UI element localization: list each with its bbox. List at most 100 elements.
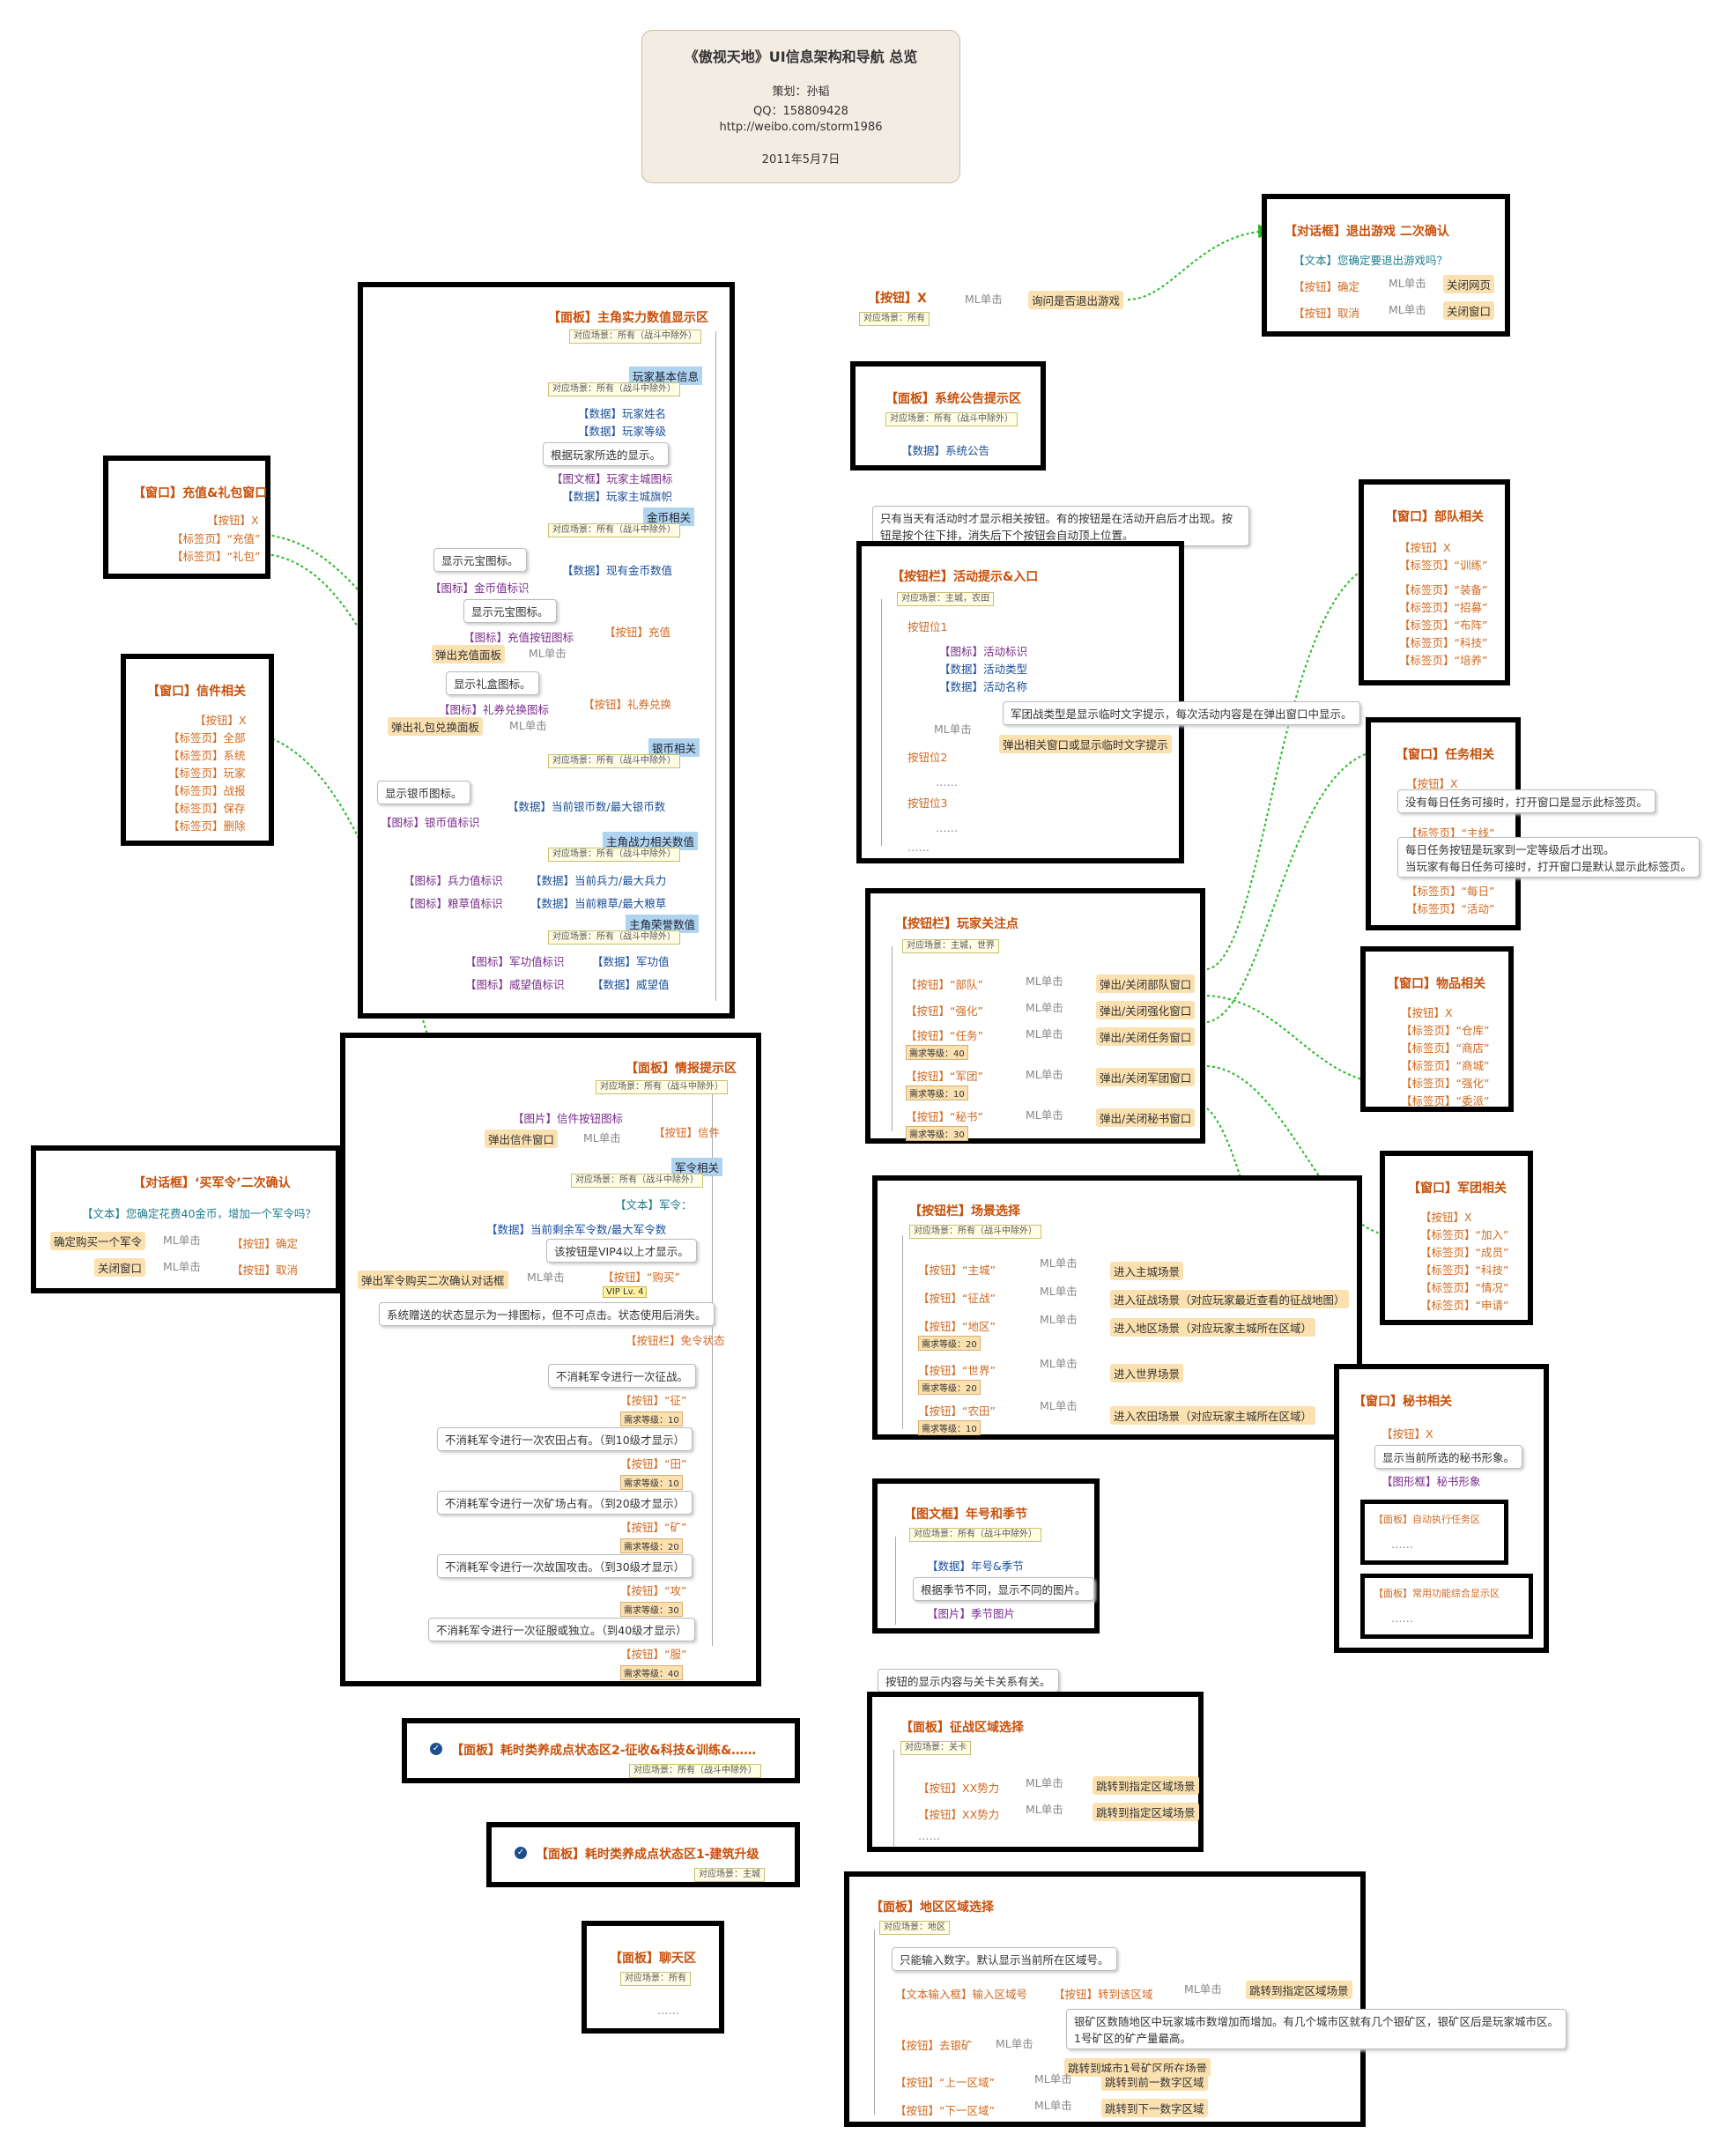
region-input[interactable]: 【文本输入框】输入区域号 [895, 1988, 1028, 2001]
faction-button[interactable]: 【按钮】XX势力 [918, 1808, 1000, 1821]
scene-button-region[interactable]: 【按钮】“地区” [918, 1320, 996, 1333]
tab-tech[interactable]: 【标签页】“科技” [1420, 1263, 1509, 1277]
tab-shop[interactable]: 【标签页】“商店” [1401, 1041, 1490, 1055]
close-button[interactable]: 【按钮】X [195, 714, 247, 727]
silver-mine-button[interactable]: 【按钮】去银矿 [895, 2039, 973, 2052]
scene-button-city[interactable]: 【按钮】“主城” [918, 1263, 996, 1277]
focus-button-army[interactable]: 【按钮】“部队” [906, 978, 983, 991]
activity-note: 只有当天有活动时才显示相关按钮。有的按钮是在活动开启后才出现。按钮是按个往下排，… [880, 512, 1233, 542]
close-button[interactable]: 【按钮】X [1401, 1006, 1453, 1019]
tab-event[interactable]: 【标签页】“活动” [1406, 902, 1495, 915]
tab-recharge[interactable]: 【标签页】“充值” [172, 532, 261, 545]
confirm-button[interactable]: 【按钮】确定 [1293, 280, 1360, 293]
requirement-badge: 需求等级：40 [620, 1665, 683, 1680]
free-button-mine[interactable]: 【按钮】“矿” [620, 1521, 687, 1534]
note: 按钮的显示内容与关卡关系有关。 [878, 1669, 1059, 1693]
action-label: ML单击 [1040, 1313, 1078, 1326]
tab-recruit[interactable]: 【标签页】“招募” [1399, 601, 1488, 614]
faction-button[interactable]: 【按钮】XX势力 [918, 1782, 1000, 1795]
free-button-conquer[interactable]: 【按钮】“服” [620, 1648, 687, 1661]
focus-button-task[interactable]: 【按钮】“任务” [906, 1029, 983, 1042]
weibo-link[interactable]: http://weibo.com/storm1986 [719, 121, 883, 134]
action-label: ML单击 [1026, 1108, 1063, 1122]
free-button-campaign[interactable]: 【按钮】“征” [620, 1394, 687, 1407]
cancel-button[interactable]: 【按钮】取消 [1293, 307, 1360, 320]
tab-members[interactable]: 【标签页】“成员” [1420, 1246, 1509, 1259]
tab-train[interactable]: 【标签页】“训练” [1399, 559, 1488, 572]
focus-button-legion[interactable]: 【按钮】“军团” [906, 1070, 983, 1083]
scene-button-world[interactable]: 【按钮】“世界” [918, 1364, 996, 1377]
exit-button[interactable]: 【按钮】X [868, 292, 927, 306]
close-button[interactable]: 【按钮】X [207, 514, 259, 527]
scene-button-campaign[interactable]: 【按钮】“征战” [918, 1292, 996, 1305]
prev-region-button[interactable]: 【按钮】“上一区域” [895, 2076, 995, 2089]
result-label: 进入世界场景 [1110, 1364, 1184, 1382]
result-label: 询问是否退出游戏 [1028, 291, 1124, 309]
tab-main[interactable]: 【标签页】“主线” [1406, 826, 1495, 840]
close-button[interactable]: 【按钮】X [1406, 777, 1458, 790]
note: 显示元宝图标。 [463, 599, 557, 623]
action-label: ML单击 [1040, 1256, 1078, 1270]
focus-button-secretary[interactable]: 【按钮】“秘书” [906, 1110, 983, 1123]
section-basic: 玩家基本信息 [629, 367, 703, 385]
tab-daily[interactable]: 【标签页】“每日” [1406, 885, 1495, 898]
tab-apply[interactable]: 【标签页】“申请” [1420, 1299, 1509, 1312]
confirm-button[interactable]: 【按钮】确定 [232, 1237, 299, 1250]
requirement-badge: 需求等级：30 [620, 1602, 683, 1617]
scene-label: 对应场景：所有（战斗中除外） [571, 1174, 703, 1188]
tab-system[interactable]: 【标签页】系统 [168, 749, 246, 762]
free-button-farm[interactable]: 【按钮】“田” [620, 1457, 687, 1471]
tab-player[interactable]: 【标签页】玩家 [168, 767, 246, 780]
tab-all[interactable]: 【标签页】全部 [168, 731, 246, 745]
tab-tech[interactable]: 【标签页】“科技” [1399, 636, 1488, 649]
tab-strengthen[interactable]: 【标签页】“强化” [1401, 1077, 1490, 1090]
bar-title: 【按钮栏】活动提示&入口 [892, 570, 1039, 584]
goto-region-button[interactable]: 【按钮】转到该区域 [1054, 1988, 1153, 2001]
action-label: ML单击 [527, 1271, 565, 1284]
section-silver: 银币相关 [648, 738, 700, 757]
panel-title: 【面板】自动执行任务区 [1374, 1514, 1480, 1525]
tab-gift[interactable]: 【标签页】“礼包” [172, 550, 261, 563]
vip-badge: VIP Lv. 4 [603, 1286, 648, 1298]
close-button[interactable]: 【按钮】X [1382, 1427, 1433, 1441]
buy-button[interactable]: 【按钮】“购买” [603, 1271, 680, 1284]
intel-panel: 【面板】情报提示区 对应场景：所有（战斗中除外） 【图片】信件按钮图标 弹出信件… [340, 1033, 761, 1686]
free-button-attack[interactable]: 【按钮】“攻” [620, 1584, 687, 1597]
mail-button[interactable]: 【按钮】信件 [654, 1126, 721, 1139]
page-title: 《傲视天地》UI信息架构和导航 总览 [684, 48, 918, 65]
common-functions-panel: 【面板】常用功能综合显示区 …… [1360, 1574, 1533, 1639]
tab-status[interactable]: 【标签页】“情况” [1420, 1281, 1509, 1294]
tab-dispatch[interactable]: 【标签页】“委派” [1401, 1094, 1490, 1108]
city-icon: 【图文框】玩家主城图标 [552, 472, 673, 485]
scene-label: 对应场景：所有（战斗中除外） [548, 930, 680, 945]
tab-saved[interactable]: 【标签页】保存 [168, 802, 246, 815]
frame-title: 【图文框】年号和季节 [904, 1508, 1027, 1522]
scene-select-bar: 【按钮栏】场景选择 对应场景：所有（战斗中除外） 【按钮】“主城” ML单击 进… [872, 1175, 1362, 1440]
tab-join[interactable]: 【标签页】“加入” [1420, 1228, 1509, 1241]
focus-button-strengthen[interactable]: 【按钮】“强化” [906, 1004, 983, 1018]
close-button[interactable]: 【按钮】X [1399, 541, 1451, 554]
action-label: ML单击 [583, 1131, 621, 1145]
status-panel-1: ✓ 【面板】耗时类养成点状态区1-建筑升级 对应场景：主城 [486, 1822, 800, 1887]
tab-mall[interactable]: 【标签页】“商城” [1401, 1059, 1490, 1072]
tab-formation[interactable]: 【标签页】“布阵” [1399, 619, 1488, 632]
tab-equip[interactable]: 【标签页】“装备” [1399, 583, 1488, 596]
tab-cultivate[interactable]: 【标签页】“培养” [1399, 654, 1488, 667]
mail-window-title: 【窗口】信件相关 [147, 685, 246, 699]
window-title: 【窗口】秘书相关 [1353, 1395, 1452, 1409]
tab-warehouse[interactable]: 【标签页】“仓库” [1401, 1024, 1490, 1037]
panel-title: 【面板】情报提示区 [626, 1062, 737, 1076]
scene-button-farm[interactable]: 【按钮】“农田” [918, 1404, 996, 1418]
tab-deleted[interactable]: 【标签页】删除 [168, 819, 246, 833]
close-button[interactable]: 【按钮】X [1420, 1211, 1472, 1224]
gift-button[interactable]: 【按钮】礼券兑换 [583, 698, 672, 711]
result-label: 确定购买一个军令 [50, 1232, 146, 1250]
next-region-button[interactable]: 【按钮】“下一区域” [895, 2104, 995, 2117]
exit-dialog-title: 【对话框】退出游戏 二次确认 [1285, 225, 1449, 239]
tab-battle-report[interactable]: 【标签页】战报 [168, 784, 246, 797]
mail-popup: 弹出信件窗口 [485, 1130, 559, 1148]
order-data: 【数据】当前剩余军令数/最大军令数 [486, 1223, 667, 1236]
cancel-button[interactable]: 【按钮】取消 [232, 1263, 299, 1277]
task-daily-note: 每日任务按钮是玩家到一定等级后才出现。 当玩家有每日任务可接时，打开窗口是默认显… [1397, 837, 1700, 878]
recharge-button[interactable]: 【按钮】充值 [604, 626, 671, 639]
